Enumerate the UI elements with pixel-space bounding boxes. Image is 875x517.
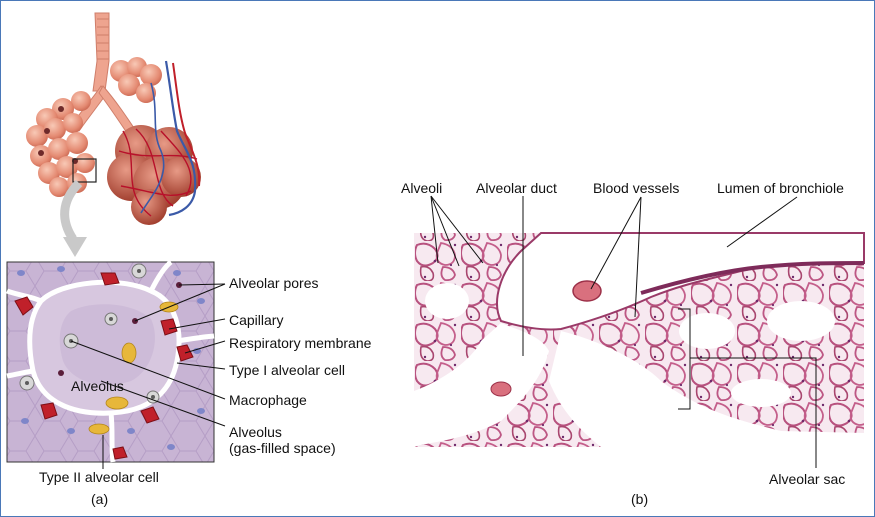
label-blood-vessels: Blood vessels: [593, 180, 680, 196]
label-capillary: Capillary: [229, 312, 284, 328]
micrograph: [414, 232, 865, 447]
label-alveolar-pores: Alveolar pores: [229, 275, 319, 291]
label-type-ii-alveolar-cell: Type II alveolar cell: [39, 469, 159, 485]
label-alveoli: Alveoli: [401, 180, 443, 196]
panel-label-a: (a): [91, 491, 109, 507]
label-alveolar-sac: Alveolar sac: [769, 471, 846, 487]
zoom-box: [72, 158, 97, 183]
panel-a-leader-lines: [70, 283, 226, 469]
label-alveolar-duct: Alveolar duct: [476, 180, 557, 196]
zoom-arrow: [60, 179, 87, 257]
alveolus-inset: [6, 260, 215, 463]
panel-b-leader-lines: [430, 195, 817, 468]
label-respiratory-membrane: Respiratory membrane: [229, 335, 372, 351]
capillary-network-lobe: [107, 60, 201, 225]
label-gas-filled-space: (gas-filled space): [229, 440, 336, 456]
label-macrophage: Macrophage: [229, 392, 307, 408]
label-lumen-of-bronchiole: Lumen of bronchiole: [717, 180, 844, 196]
label-alveolus-inset: Alveolus: [71, 378, 124, 394]
label-type-i-alveolar-cell: Type I alveolar cell: [229, 362, 345, 378]
panel-label-b: (b): [631, 491, 649, 507]
label-alveolus-gas-filled: Alveolus: [229, 424, 282, 440]
